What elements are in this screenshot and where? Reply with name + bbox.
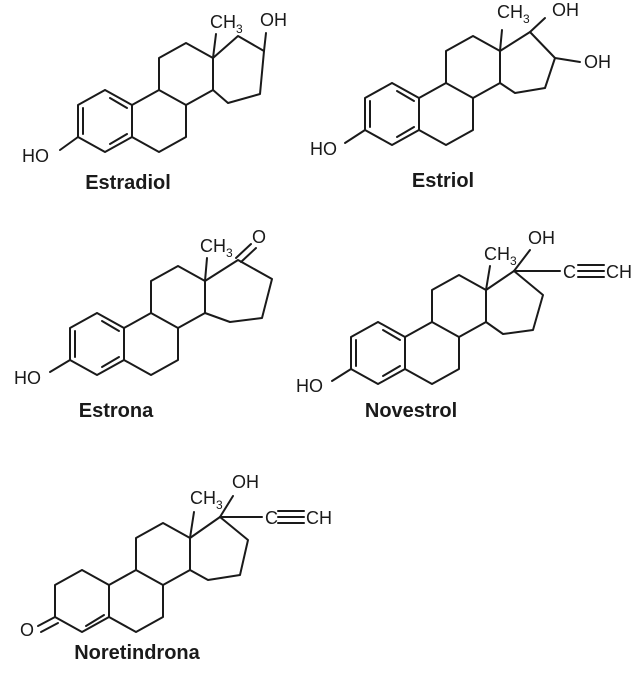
label-estradiol-oh: OH xyxy=(260,10,287,30)
label-noretindrona-ch: CH xyxy=(306,508,332,528)
label-noretindrona-oh: OH xyxy=(232,472,259,492)
skeleton-estriol xyxy=(344,17,581,146)
label-estriol-oh-17: OH xyxy=(552,0,579,20)
molecule-noretindrona: O CH3 OH C CH Noretindrona xyxy=(20,472,332,664)
label-novestrol-oh: OH xyxy=(528,228,555,248)
molecule-estradiol: HO CH3 OH Estradiol xyxy=(22,10,287,194)
label-estriol-ho: HO xyxy=(310,139,337,159)
name-estradiol: Estradiol xyxy=(85,172,171,194)
label-novestrol-ch3: CH3 xyxy=(484,244,517,268)
label-noretindrona-o: O xyxy=(20,620,34,640)
label-estriol-oh-16: OH xyxy=(584,52,611,72)
name-novestrol: Novestrol xyxy=(365,400,457,422)
molecule-estriol: HO CH3 OH OH Estriol xyxy=(310,0,611,192)
name-noretindrona: Noretindrona xyxy=(74,642,200,664)
skeleton-noretindrona xyxy=(37,495,305,633)
skeleton-estradiol xyxy=(59,32,267,153)
label-estradiol-ch3: CH3 xyxy=(210,12,243,36)
molecule-novestrol: HO CH3 OH C CH Novestrol xyxy=(296,228,632,422)
label-noretindrona-c: C xyxy=(265,508,278,528)
label-novestrol-ho: HO xyxy=(296,376,323,396)
label-estradiol-ho: HO xyxy=(22,146,49,166)
name-estrona: Estrona xyxy=(79,400,154,422)
label-estriol-ch3: CH3 xyxy=(497,2,530,26)
skeleton-novestrol xyxy=(331,249,605,385)
label-estrona-ho: HO xyxy=(14,368,41,388)
label-novestrol-c: C xyxy=(563,262,576,282)
label-estrona-ch3: CH3 xyxy=(200,236,233,260)
label-novestrol-ch: CH xyxy=(606,262,632,282)
skeleton-estrona xyxy=(49,243,273,376)
name-estriol: Estriol xyxy=(412,170,474,192)
molecule-estrona: HO CH3 O Estrona xyxy=(14,227,273,422)
label-estrona-o: O xyxy=(252,227,266,247)
label-noretindrona-ch3: CH3 xyxy=(190,488,223,512)
